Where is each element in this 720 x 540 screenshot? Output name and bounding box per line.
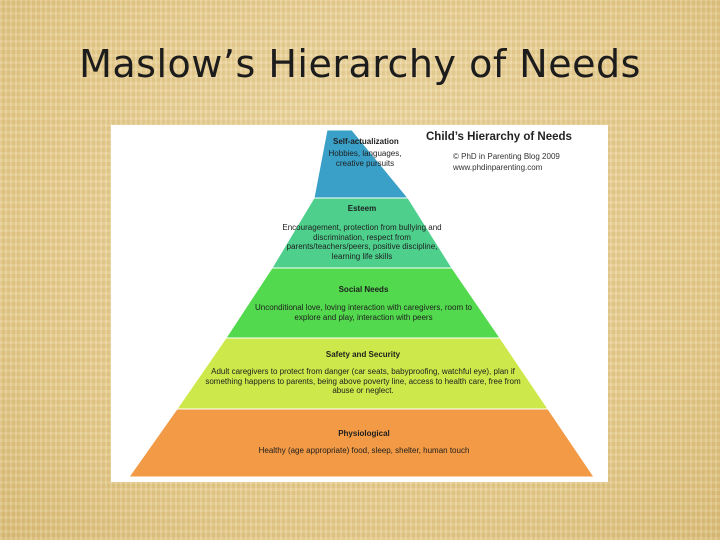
level-heading: Self-actualization: [333, 137, 399, 146]
slide-title: Maslow’s Hierarchy of Needs: [79, 42, 641, 86]
level-physiological: Physiological Healthy (age appropriate) …: [181, 429, 547, 456]
level-body: Hobbies, languages, creative pursuits: [328, 149, 402, 168]
level-body: Healthy (age appropriate) food, sleep, s…: [258, 446, 470, 456]
level-heading: Physiological: [338, 429, 390, 438]
level-safety: Safety and Security Adult caregivers to …: [199, 350, 527, 396]
level-esteem: Esteem Encouragement, protection from bu…: [279, 204, 445, 261]
level-heading: Safety and Security: [325, 350, 401, 359]
level-body: Encouragement, protection from bullying …: [282, 223, 442, 261]
level-self-actualization: Self-actualization Hobbies, languages, c…: [319, 137, 411, 168]
hierarchy-figure: Child’s Hierarchy of Needs © PhD in Pare…: [111, 125, 608, 482]
level-social: Social Needs Unconditional love, loving …: [246, 285, 481, 322]
figure-url: www.phdinparenting.com: [453, 163, 543, 172]
level-body: Unconditional love, loving interaction w…: [255, 303, 472, 322]
level-heading: Esteem: [347, 204, 377, 213]
level-heading: Social Needs: [338, 285, 389, 294]
pyramid-graphic: [128, 129, 595, 478]
figure-credit: © PhD in Parenting Blog 2009: [453, 152, 560, 161]
level-body: Adult caregivers to protect from danger …: [205, 367, 521, 396]
figure-title: Child’s Hierarchy of Needs: [426, 131, 572, 143]
tier-physiological: [128, 408, 595, 478]
